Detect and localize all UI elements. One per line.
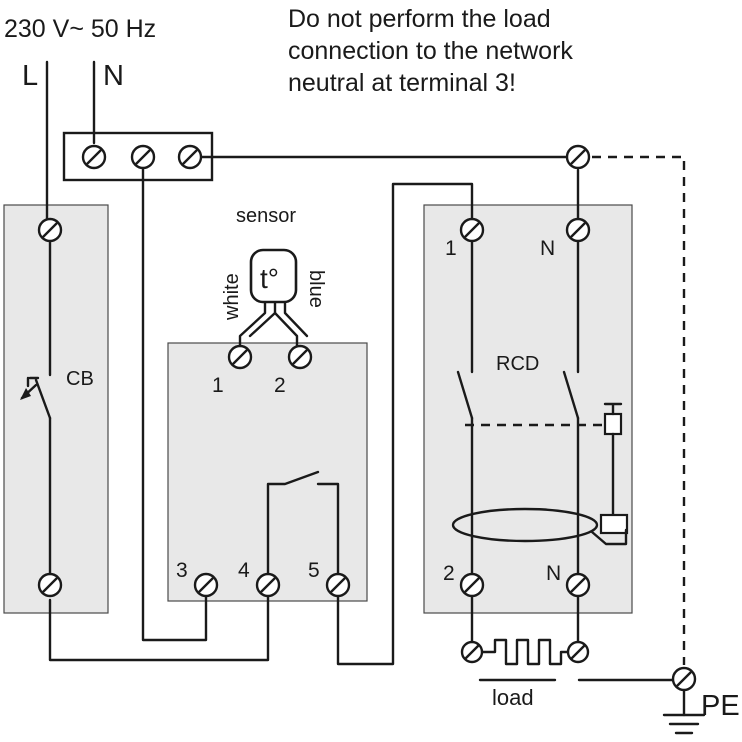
sensor-symbol: t° — [260, 263, 279, 294]
sensor-wire-blue — [273, 311, 299, 348]
wire-n-to-t3 — [141, 166, 208, 642]
terminal-thermo-3 — [193, 572, 219, 598]
terminal-rcd-n-in — [565, 217, 591, 243]
terminal-pe — [671, 666, 697, 692]
cb-switch-arrow — [20, 388, 31, 400]
sensor-wire-white-b — [248, 300, 277, 338]
sensor-body — [249, 248, 298, 304]
sensor-wire-white-label: white — [221, 273, 243, 321]
rcd-trip-coil — [599, 513, 629, 535]
circuit-breaker-box — [3, 204, 109, 614]
terminal-thermo-5 — [325, 572, 351, 598]
supply-line-label: L — [22, 60, 38, 92]
terminal-rcd-n-top — [565, 144, 591, 170]
sensor-wire-blue-b — [283, 300, 309, 338]
terminal-block-2 — [130, 144, 156, 170]
thermostat-terminal-3-label: 3 — [176, 559, 188, 582]
terminal-block-1 — [81, 144, 107, 170]
sensor-wire-white — [238, 300, 267, 348]
terminal-rcd-1 — [459, 217, 485, 243]
terminal-sensor-1 — [227, 344, 253, 370]
rcd-label: RCD — [496, 353, 539, 375]
rcd-test-button — [603, 412, 623, 436]
rcd-out-n-label: N — [546, 562, 561, 585]
thermostat-terminal-5-label: 5 — [308, 559, 320, 582]
terminal-load-left — [460, 640, 484, 664]
thermostat-terminal-2-label: 2 — [274, 374, 286, 397]
rcd-coil-wire — [590, 528, 628, 546]
rcd-test-stem — [603, 402, 623, 517]
wire-cb-to-t4 — [48, 595, 270, 662]
supply-label: 230 V~ 50 Hz — [4, 15, 156, 43]
rcd-out-l-label: 2 — [443, 562, 455, 585]
cb-label: CB — [66, 368, 94, 390]
load-resistor — [480, 638, 570, 666]
rcd-toroid — [451, 507, 599, 543]
thermostat-terminal-4-label: 4 — [238, 559, 250, 582]
rcd-in-l-label: 1 — [445, 237, 457, 260]
wiring — [20, 60, 706, 735]
sensor-wire-blue-label: blue — [305, 270, 327, 308]
rcd-neutral-switch — [562, 370, 580, 420]
wire-t5-to-rcd1 — [336, 182, 474, 666]
terminal-block-3 — [177, 144, 203, 170]
thermostat-terminal-1-label: 1 — [212, 374, 224, 397]
pe-label: PE — [701, 690, 740, 722]
terminal-load-right — [566, 640, 590, 664]
terminal-cb-out — [37, 572, 63, 598]
terminal-sensor-2 — [287, 344, 313, 370]
terminal-thermo-4 — [255, 572, 281, 598]
sensor-title: sensor — [236, 205, 296, 227]
terminal-rcd-2 — [459, 572, 485, 598]
rcd-phase-switch — [456, 370, 474, 420]
terminals — [37, 144, 697, 692]
rcd-in-n-label: N — [540, 237, 555, 260]
rcd-box — [423, 204, 633, 614]
warning-line-1: Do not perform the load — [288, 5, 551, 33]
supply-neutral-label: N — [103, 60, 124, 92]
cb-switch-blade — [34, 378, 52, 420]
warning-line-3: neutral at terminal 3! — [288, 69, 516, 97]
warning-line-2: connection to the network — [288, 37, 573, 65]
terminal-cb-in — [37, 217, 63, 243]
terminal-rcd-n-out — [565, 572, 591, 598]
load-label: load — [492, 685, 534, 710]
relay-contact — [316, 482, 340, 575]
relay-blade — [266, 470, 320, 575]
